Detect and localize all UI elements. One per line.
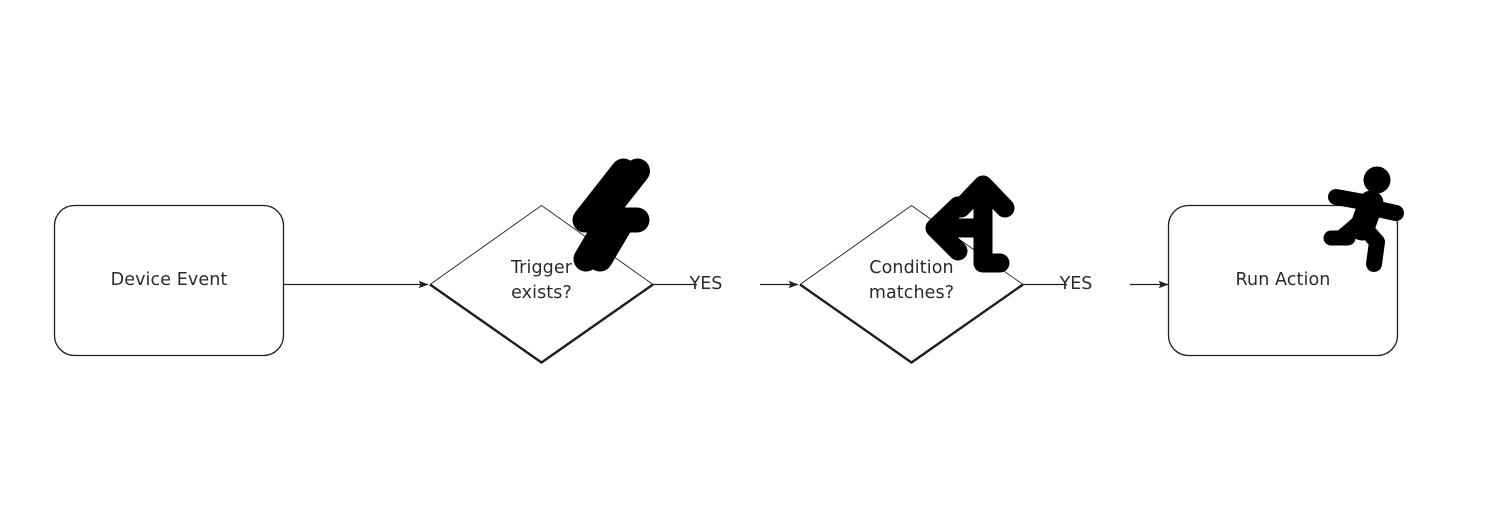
node-trigger-exists[interactable] bbox=[429, 204, 654, 364]
branch-arrow-icon bbox=[925, 175, 1015, 273]
lightning-bolt-icon bbox=[572, 158, 650, 272]
node-device-event[interactable] bbox=[53, 204, 285, 357]
running-person-icon bbox=[1323, 166, 1404, 272]
